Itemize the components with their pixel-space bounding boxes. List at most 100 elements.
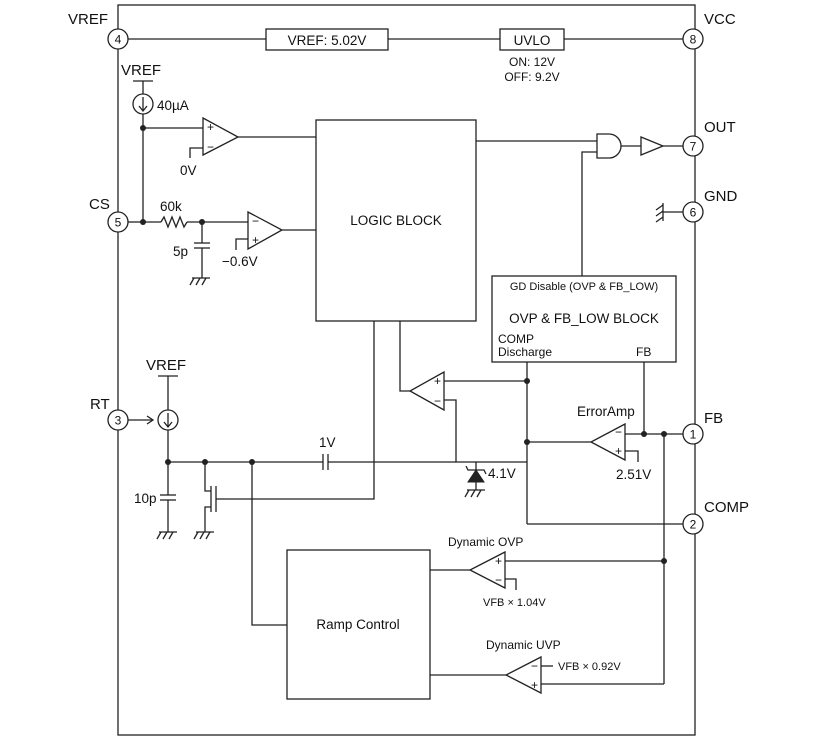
pin-vref-number: 4 xyxy=(115,33,122,47)
pin-vcc: 8 VCC xyxy=(682,11,736,50)
rt-pin-arrowhead xyxy=(146,415,155,425)
pin-vcc-number: 8 xyxy=(690,33,697,47)
dyn-ovp-plus: + xyxy=(495,554,502,568)
label-41v: 4.1V xyxy=(488,466,516,481)
comp-buffer-amp xyxy=(408,370,445,412)
vref-cs-label: VREF xyxy=(121,62,161,79)
dynamic-uvp-label: Dynamic UVP xyxy=(486,638,561,652)
cs-comp06-plus: + xyxy=(252,233,259,247)
pin-out-name: OUT xyxy=(704,119,736,136)
dynamic-ovp-comparator xyxy=(468,550,506,590)
dyn-ovp-minus: − xyxy=(495,573,502,587)
dynamic-uvp-comparator xyxy=(504,655,542,695)
cs-comp0-ref-wire xyxy=(189,147,203,158)
gd-disable-label: GD Disable (OVP & FB_LOW) xyxy=(510,281,658,293)
output-driver-icon xyxy=(640,136,665,156)
ic-outline xyxy=(117,4,696,736)
ovp-fblow-label: OVP & FB_LOW BLOCK xyxy=(509,311,659,326)
label-251v: 2.51V xyxy=(616,467,651,482)
cs-comp06-minus: − xyxy=(252,214,259,228)
and-gate-icon xyxy=(596,133,622,159)
erroramp-label: ErrorAmp xyxy=(577,404,635,419)
uvlo-on-label: ON: 12V xyxy=(509,55,555,69)
erramp-minus: − xyxy=(615,425,622,439)
ground-gnd-icon xyxy=(655,203,683,223)
ramp-control-label: Ramp Control xyxy=(316,617,399,632)
dyn-ovp-ref-wire xyxy=(505,578,517,590)
pin-vcc-name: VCC xyxy=(704,11,736,28)
current-40ua-label: 40µA xyxy=(157,98,189,113)
vfb-092-label: VFB × 0.92V xyxy=(558,661,621,673)
rt-to-ramp-wire xyxy=(251,462,287,626)
pin-out: 7 OUT xyxy=(682,119,736,157)
logic-block xyxy=(315,119,477,322)
pin-vref: 4 VREF xyxy=(68,11,129,50)
cs-comp0-plus: + xyxy=(207,120,214,134)
pin-fb-name: FB xyxy=(704,410,723,427)
zener-diode-icon xyxy=(467,469,485,483)
vref-regulator-label: VREF: 5.02V xyxy=(288,33,367,48)
ground-zener-icon xyxy=(464,489,485,498)
pin-cs-number: 5 xyxy=(115,216,122,230)
pin-comp-number: 2 xyxy=(690,518,697,532)
vfb-104-label: VFB × 1.04V xyxy=(483,597,546,609)
vref-rt-label: VREF xyxy=(146,357,186,374)
ovp-fblow-block xyxy=(491,275,677,363)
pin-gnd-number: 6 xyxy=(690,206,697,220)
dynamic-ovp-label: Dynamic OVP xyxy=(448,535,523,549)
erramp-plus: + xyxy=(615,444,622,458)
label-0v: 0V xyxy=(180,163,197,178)
pin-fb: 1 FB xyxy=(682,410,723,445)
pin-comp-name: COMP xyxy=(704,499,749,516)
ramp-control-block xyxy=(286,549,431,700)
dyn-uvp-minus: − xyxy=(531,659,538,673)
pin-rt-number: 3 xyxy=(115,414,122,428)
pin-rt: 3 RT xyxy=(90,396,129,431)
pin-out-number: 7 xyxy=(690,140,697,154)
pin-gnd: 6 GND xyxy=(682,188,738,223)
comp-buffer-out-wire xyxy=(399,321,410,392)
ovp-fb-label: FB xyxy=(636,345,651,359)
uvlo-label: UVLO xyxy=(514,33,551,48)
comp-discharge-label-1: COMP xyxy=(498,332,534,346)
mosfet-drain-wire xyxy=(204,462,211,492)
pin-comp: 2 COMP xyxy=(682,499,749,535)
cs-comp0-minus: − xyxy=(207,140,214,154)
pin-cs-name: CS xyxy=(89,196,110,213)
ground-cs-icon xyxy=(189,277,210,286)
uvlo-box xyxy=(499,28,565,51)
label-1v: 1V xyxy=(319,435,336,450)
comp-discharge-label-2: Discharge xyxy=(498,345,552,359)
ground-mosfet-icon xyxy=(193,531,214,540)
label-60k: 60k xyxy=(160,199,182,214)
comp-buffer-plus: + xyxy=(434,374,441,388)
gd-disable-to-and-wire xyxy=(581,151,597,276)
comp-buffer-minus: − xyxy=(434,394,441,408)
uvlo-off-label: OFF: 9.2V xyxy=(504,70,559,84)
cs-comparator-neg06 xyxy=(247,210,284,251)
pin-gnd-name: GND xyxy=(704,188,738,205)
pin-rt-name: RT xyxy=(90,396,110,413)
node-fb-561 xyxy=(661,558,667,564)
mosfet-gate-wire xyxy=(216,321,375,500)
current-source-rt-arrowhead xyxy=(163,421,173,429)
ground-rt-cap-icon xyxy=(156,531,177,540)
vref-regulator-box xyxy=(265,28,389,51)
logic-block-label: LOGIC BLOCK xyxy=(350,213,442,228)
current-source-40ua-arrowhead xyxy=(138,105,148,113)
pin-vref-name: VREF xyxy=(68,11,108,28)
error-amp xyxy=(589,422,626,462)
label-neg06v: −0.6V xyxy=(222,254,258,269)
cs-comparator-0v xyxy=(202,116,240,157)
resistor-60k-icon xyxy=(160,215,188,229)
label-10p: 10p xyxy=(134,491,157,506)
cs-comp06-ref-wire xyxy=(235,238,248,250)
label-5p: 5p xyxy=(173,244,188,259)
erramp-ref-wire xyxy=(625,450,639,462)
dyn-uvp-plus: + xyxy=(531,678,538,692)
buffer-ref-wire xyxy=(444,399,476,463)
pin-cs: 5 CS xyxy=(89,196,129,233)
node-comp-381 xyxy=(524,378,530,384)
pin-fb-number: 1 xyxy=(690,428,697,442)
